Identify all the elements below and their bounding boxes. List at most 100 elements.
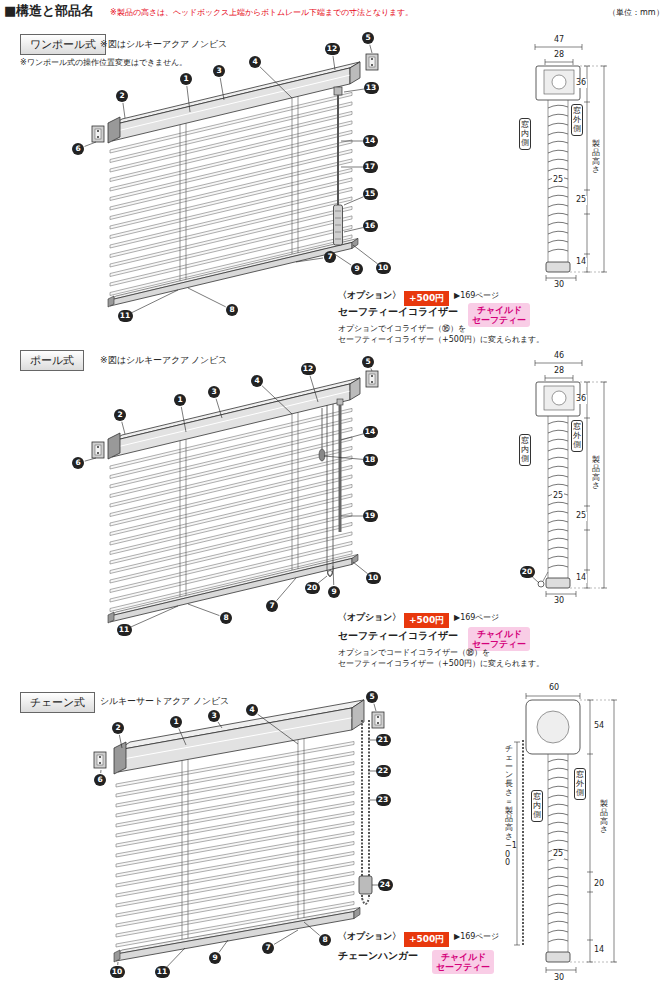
ball-chain [522, 740, 524, 945]
node-text: 2 [112, 722, 124, 734]
child-safety-badge: チャイルド セーフティー [468, 627, 530, 651]
note-text: ▶169ページ [454, 291, 499, 301]
slat-section [548, 222, 568, 225]
leader-line [333, 566, 335, 585]
dimension-line [535, 47, 582, 48]
slat-section [548, 430, 568, 433]
node-text: チャイルド セーフティー [472, 305, 526, 325]
node-text: 4 [246, 704, 258, 716]
headbox-section [536, 382, 580, 416]
dimension-value: 30 [553, 974, 565, 983]
dimension-text: チェーン長さ＝製品高さ−100 [505, 745, 513, 868]
bracket [366, 371, 378, 387]
callout-number: 5 [362, 356, 374, 368]
slat-section [548, 141, 568, 144]
callout-number: 7 [266, 600, 278, 612]
slat-section [548, 475, 568, 478]
dimension-tick [573, 375, 574, 381]
leader-line [333, 56, 335, 70]
slat-section [548, 439, 568, 442]
slat-section [548, 556, 568, 559]
slat-section [548, 903, 568, 906]
dimension-text: 製品高さ [592, 140, 600, 175]
wand-grip [335, 218, 341, 219]
dimension-tick [584, 530, 590, 531]
slat-section [548, 511, 568, 514]
rail-end-cap [108, 296, 114, 307]
callout-number: 7 [262, 942, 274, 954]
slat [110, 551, 352, 612]
slat-section [548, 921, 568, 924]
extension-line [580, 66, 606, 67]
leader-line [317, 576, 327, 584]
node-text: 10 [376, 262, 391, 274]
callout-number: 12 [301, 363, 316, 375]
bottom-rail [110, 558, 352, 622]
leader-line [344, 197, 364, 205]
model-note: シルキーサートアクア ノンビス [100, 696, 229, 707]
extension-line [580, 382, 606, 383]
slat-section [548, 813, 568, 816]
node-text: +500円 [409, 292, 444, 305]
note-text: ▶169ページ [454, 932, 499, 942]
price-badge: +500円 [404, 613, 449, 628]
node-text: 8 [220, 612, 232, 624]
dimension-value: 46 [553, 352, 565, 361]
node-text: 11 [117, 624, 132, 636]
leader-line [130, 606, 178, 627]
bracket-screw [97, 136, 99, 138]
lift-cord [327, 404, 333, 577]
slat-section [548, 930, 568, 933]
headbox-section [526, 700, 580, 754]
ladder-cord [180, 125, 181, 284]
node-text: 14 [363, 135, 378, 147]
node-text: 1 [180, 73, 192, 85]
ladder-cord [568, 100, 569, 262]
callout-number: 5 [362, 32, 374, 44]
callout-number: 9 [351, 263, 363, 275]
rail-end-cap [114, 950, 120, 962]
node-text: 17 [363, 161, 378, 173]
bracket-detail [375, 715, 381, 725]
dimension-tick [584, 418, 590, 419]
extension-line [580, 700, 616, 701]
bottom-rail [110, 242, 352, 306]
dimension-value: 36 [575, 79, 587, 88]
leader-line [123, 103, 125, 118]
bottom-rail-top [116, 908, 360, 955]
bracket-screw [99, 756, 101, 758]
cord-ring [328, 571, 333, 576]
dimension-tick [576, 591, 577, 597]
wand-rod [337, 95, 339, 205]
dimension-value: 36 [575, 395, 587, 404]
dimension-value: 60 [548, 684, 560, 693]
ladder-cord [292, 98, 293, 257]
dimension-tick [587, 940, 593, 941]
dimension-tick [584, 506, 590, 507]
callout-number: 1 [174, 394, 186, 406]
ladder-cord [188, 759, 189, 941]
slat-section [548, 565, 568, 568]
dimension-value: 14 [575, 258, 587, 267]
bracket-detail [369, 57, 375, 67]
leader-line [188, 604, 219, 616]
heading: ■構造と部品名 [4, 3, 94, 19]
dimension-line [526, 696, 580, 697]
dimension-text: 製品高さ [600, 800, 608, 835]
node-text: 21 [376, 734, 391, 746]
slat-section [548, 213, 568, 216]
callout-number: 13 [364, 82, 379, 94]
callout-number: 6 [94, 774, 106, 786]
callout-number: 18 [363, 454, 378, 466]
slat-section [548, 114, 568, 117]
node-text: 16 [363, 220, 378, 232]
leader-line [277, 578, 296, 601]
node-text: 8 [319, 934, 331, 946]
callout-number: 11 [117, 624, 132, 636]
slat-section [548, 529, 568, 532]
node-text: 7 [324, 251, 336, 263]
leader-line [370, 45, 372, 53]
headbox-end-cap [114, 742, 126, 774]
bracket-detail [97, 755, 103, 765]
wand-handle [334, 205, 343, 245]
